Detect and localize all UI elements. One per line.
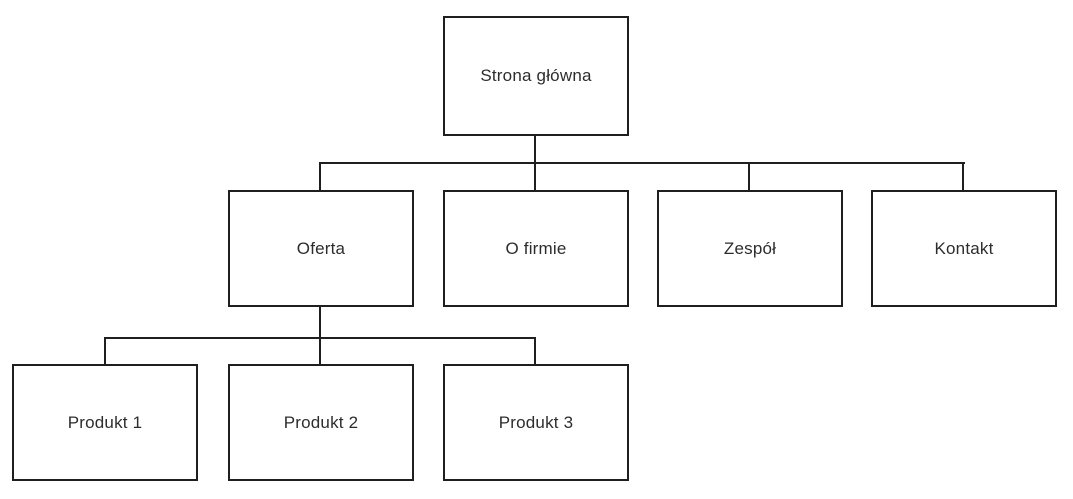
connector-stub-oferta (319, 162, 321, 191)
node-label: Kontakt (934, 238, 994, 258)
node-zespol: Zespół (657, 190, 843, 307)
node-label: Produkt 2 (283, 412, 359, 432)
connector-stub-produkt-3 (534, 337, 536, 365)
node-oferta: Oferta (228, 190, 414, 307)
connector-stub-zespol (748, 162, 750, 191)
node-produkt-2: Produkt 2 (228, 364, 414, 481)
connector-level3-bus (104, 337, 536, 339)
node-produkt-3: Produkt 3 (443, 364, 629, 481)
node-label: O firmie (505, 238, 567, 258)
connector-stub-produkt-1 (104, 337, 106, 365)
connector-level2-bus (319, 162, 965, 164)
node-label: Produkt 3 (498, 412, 574, 432)
node-label: Zespół (723, 238, 777, 258)
node-strona-glowna: Strona główna (443, 16, 629, 136)
node-produkt-1: Produkt 1 (12, 364, 198, 481)
connector-oferta-trunk (319, 306, 321, 365)
node-o-firmie: O firmie (443, 190, 629, 307)
node-label: Strona główna (480, 66, 592, 85)
node-label: Produkt 1 (67, 412, 143, 432)
connector-stub-kontakt (962, 162, 964, 191)
node-kontakt: Kontakt (871, 190, 1057, 307)
node-label: Oferta (296, 238, 346, 258)
